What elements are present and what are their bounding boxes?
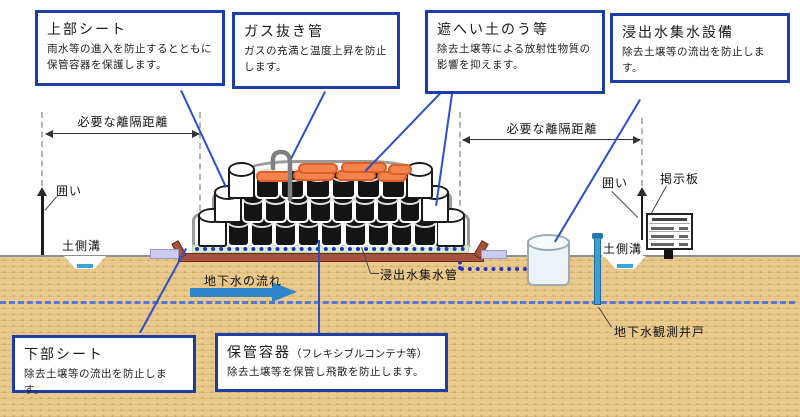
bottom-sheet-layer bbox=[178, 253, 484, 262]
callout-title: 下部シート bbox=[24, 347, 104, 363]
water-table-dashed-line bbox=[0, 301, 795, 304]
callout-leachate-facility: 浸出水集水設備 除去土壌等の流出を防止します。 bbox=[610, 13, 790, 83]
sign-post bbox=[664, 250, 673, 259]
separation-distance-label-left: 必要な離隔距離 bbox=[77, 115, 169, 129]
callout-body: 雨水等の進入を防止するとともに保管容器を保護します。 bbox=[47, 43, 212, 71]
groundwater-flow-arrowhead bbox=[272, 282, 297, 302]
callout-bottom-sheet: 下部シート 除去土壌等の流出を防止します。 bbox=[12, 335, 196, 396]
storage-drum bbox=[296, 215, 321, 247]
anchor-block-right bbox=[481, 250, 507, 259]
ditch-water bbox=[616, 264, 634, 268]
well-cap bbox=[592, 233, 603, 239]
sandbag bbox=[388, 164, 412, 175]
fence-leader-right bbox=[611, 191, 639, 218]
callout-gas-vent-pipe: ガス抜き管 ガスの充満と温度上昇を防止します。 bbox=[232, 12, 400, 89]
callout-storage-container: 保管容器（フレキシブルコンテナ等） 除去土壌等を保管し飛散を防止します。 bbox=[215, 333, 448, 392]
leachate-pipe-dotted bbox=[195, 247, 465, 251]
groundwater-flow-arrow bbox=[190, 288, 272, 297]
callout-body: 除去土壌等を保管し飛散を防止します。 bbox=[227, 366, 424, 378]
storage-drum bbox=[242, 192, 265, 223]
leachate-pipe-label: 浸出水集水管 bbox=[380, 268, 459, 282]
storage-drum bbox=[366, 215, 391, 247]
callout-title: ガス抜き管 bbox=[244, 24, 324, 40]
notice-board-sign bbox=[646, 213, 693, 250]
callout-body: 除去土壌等の流出を防止します。 bbox=[24, 368, 167, 396]
separation-arrow-right bbox=[462, 135, 641, 144]
callout-title: 保管容器（フレキシブルコンテナ等） bbox=[227, 345, 428, 361]
connector-container bbox=[318, 240, 320, 333]
notice-board-leader bbox=[651, 185, 667, 214]
groundwater-flow-label: 地下水の流れ bbox=[204, 274, 283, 288]
groundwater-observation-well-pipe bbox=[594, 237, 601, 305]
fence-arrowhead-right bbox=[637, 187, 647, 196]
boundary-dash-far-right bbox=[641, 118, 643, 186]
storage-drum bbox=[331, 192, 355, 223]
soil-ditch-label-left: 土側溝 bbox=[62, 239, 102, 253]
sign-row bbox=[649, 232, 690, 240]
sandbag bbox=[341, 162, 387, 173]
fence-label-right: 囲い bbox=[602, 176, 629, 190]
callout-title: 上部シート bbox=[47, 22, 127, 38]
separation-distance-label-right: 必要な離隔距離 bbox=[506, 122, 598, 136]
anchor-block-left bbox=[150, 249, 179, 259]
boundary-dash-mound-left bbox=[199, 112, 201, 252]
callout-title: 浸出水集水設備 bbox=[622, 25, 734, 41]
storage-drum bbox=[309, 192, 332, 223]
storage-drum bbox=[343, 215, 368, 247]
connector-sandbags-top bbox=[364, 92, 441, 172]
callout-body: 除去土壌等の流出を防止します。 bbox=[622, 46, 765, 74]
callout-shielding-sandbags: 遮へい土のう等 除去土壌等による放射性物質の影響を抑えます。 bbox=[425, 10, 605, 94]
sign-row bbox=[649, 240, 690, 248]
storage-drum bbox=[250, 215, 274, 247]
fence-pole-right bbox=[641, 196, 643, 255]
boundary-dash-mound-right bbox=[459, 112, 461, 245]
fence-label-left: 囲い bbox=[56, 184, 83, 198]
storage-drum bbox=[398, 192, 422, 223]
fence-pole-left bbox=[41, 196, 44, 255]
gas-vent-pipe bbox=[270, 149, 293, 202]
sign-row bbox=[649, 216, 690, 224]
callout-title: 遮へい土のう等 bbox=[437, 22, 549, 38]
callout-top-sheet: 上部シート 雨水等の進入を防止するとともに保管容器を保護します。 bbox=[35, 10, 225, 86]
storage-drum bbox=[320, 215, 344, 247]
boundary-dash-far-left bbox=[41, 112, 43, 186]
sign-row bbox=[649, 224, 690, 232]
storage-drum bbox=[354, 192, 377, 223]
connector-gas-vent bbox=[290, 91, 326, 159]
sandbag bbox=[298, 163, 338, 174]
leachate-pipe-leader2 bbox=[371, 273, 379, 274]
callout-body: 除去土壌等による放射性物質の影響を抑えます。 bbox=[437, 43, 591, 71]
storage-drum bbox=[376, 192, 400, 223]
storage-drum bbox=[390, 215, 414, 247]
connector-top-sheet bbox=[180, 90, 228, 188]
leachate-pipe-to-tank bbox=[460, 267, 527, 271]
soil-ditch-left bbox=[64, 256, 106, 269]
fence-arrowhead-left bbox=[37, 187, 47, 196]
soil-ditch-label-right: 土側溝 bbox=[602, 240, 644, 257]
soil-ditch-right bbox=[604, 256, 646, 269]
ditch-water bbox=[76, 264, 94, 268]
observation-well-label: 地下水観測井戸 bbox=[614, 325, 706, 339]
notice-board-label: 掲示板 bbox=[660, 172, 700, 186]
leachate-collection-tank bbox=[527, 234, 570, 286]
storage-drum bbox=[413, 215, 437, 247]
leachate-pipe-drop bbox=[458, 255, 462, 270]
storage-drum bbox=[227, 215, 251, 247]
callout-body: ガスの充満と温度上昇を防止します。 bbox=[244, 45, 387, 73]
separation-arrow-left bbox=[45, 129, 200, 138]
shield-drum bbox=[228, 162, 255, 199]
storage-drum bbox=[273, 215, 298, 247]
callout-title-note: （フレキシブルコンテナ等） bbox=[291, 348, 428, 360]
